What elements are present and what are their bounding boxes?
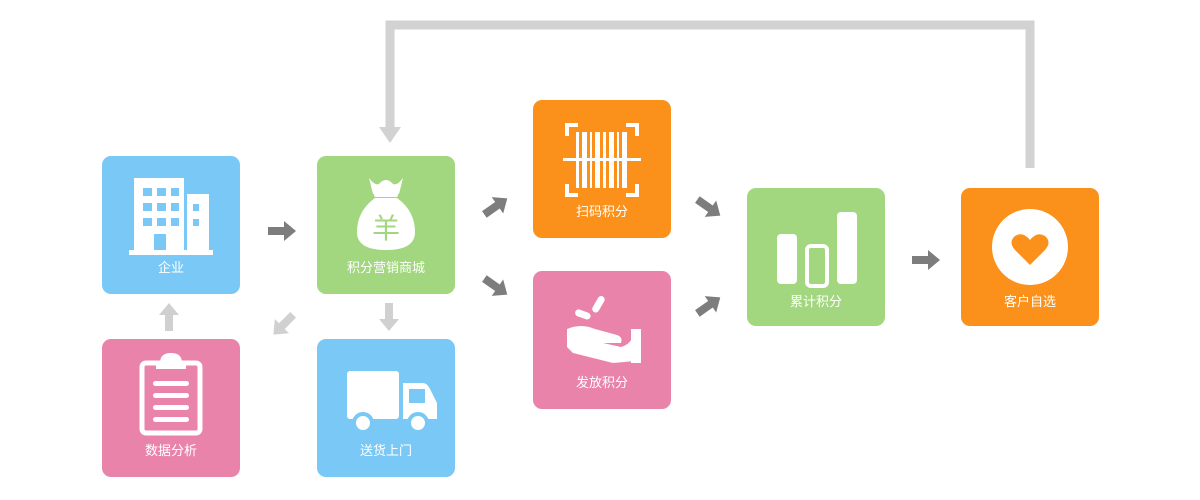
node-customer-choice: 客户自选 [961, 188, 1099, 326]
node-points-mall: 羊 积分营销商城 [317, 156, 455, 294]
arrow-mall-to-issue [478, 270, 514, 303]
node-accumulate-points: 累计积分 [747, 188, 885, 326]
node-delivery-label: 送货上门 [359, 444, 412, 459]
arrow-accumulate-to-customer [912, 250, 940, 270]
money-bag-icon: 羊 [357, 178, 415, 250]
arrow-mall-to-delivery [379, 303, 399, 331]
hand-giving-icon [567, 295, 641, 363]
node-enterprise: 企业 [102, 156, 240, 294]
node-enterprise-label: 企业 [157, 261, 184, 276]
building-icon [129, 178, 213, 255]
node-customer-choice-label: 客户自选 [1003, 295, 1056, 310]
node-issue-points-label: 发放积分 [575, 376, 628, 391]
arrow-analysis-to-enterprise [159, 303, 179, 331]
bar-chart-icon [777, 212, 857, 288]
loop-arrow-head [379, 127, 401, 143]
arrow-issue-to-accumulate [691, 289, 727, 322]
arrow-mall-to-analysis [266, 307, 301, 342]
truck-icon [347, 371, 437, 434]
loop-connector [385, 20, 1035, 168]
node-points-mall-label: 积分营销商城 [346, 261, 425, 276]
node-data-analysis-label: 数据分析 [144, 444, 197, 459]
node-delivery: 送货上门 [317, 339, 455, 477]
arrow-scan-to-accumulate [691, 191, 727, 224]
yuan-symbol: 羊 [372, 212, 400, 245]
barcode-scan-icon [563, 123, 641, 197]
node-accumulate-points-label: 累计积分 [789, 295, 842, 310]
arrow-enterprise-to-mall [268, 221, 296, 241]
node-scan-points: 扫码积分 [533, 100, 671, 238]
clipboard-icon [139, 353, 203, 436]
arrow-mall-to-scan [478, 190, 514, 223]
node-issue-points: 发放积分 [533, 271, 671, 409]
heart-icon [992, 209, 1068, 285]
node-scan-points-label: 扫码积分 [575, 205, 628, 220]
node-data-analysis: 数据分析 [102, 339, 240, 477]
